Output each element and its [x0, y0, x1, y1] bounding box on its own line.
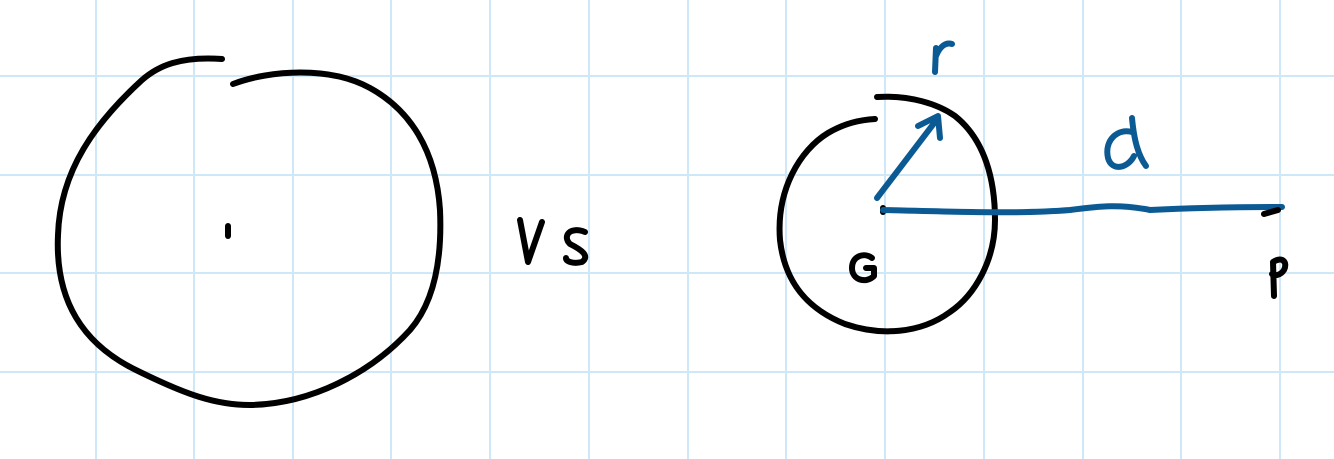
distance-label-d	[1104, 115, 1149, 170]
distance-line	[880, 203, 1285, 216]
radius-arrow	[874, 113, 943, 201]
large-circle-outline	[54, 55, 444, 408]
small-circle-outline	[776, 93, 998, 335]
vs-label-text: VS	[0, 0, 1, 1]
point-p-dot	[1261, 207, 1281, 217]
vs-text	[517, 217, 589, 266]
center-g-label	[849, 252, 877, 284]
point-p-label	[1269, 256, 1289, 299]
radius-label-r	[932, 40, 955, 75]
